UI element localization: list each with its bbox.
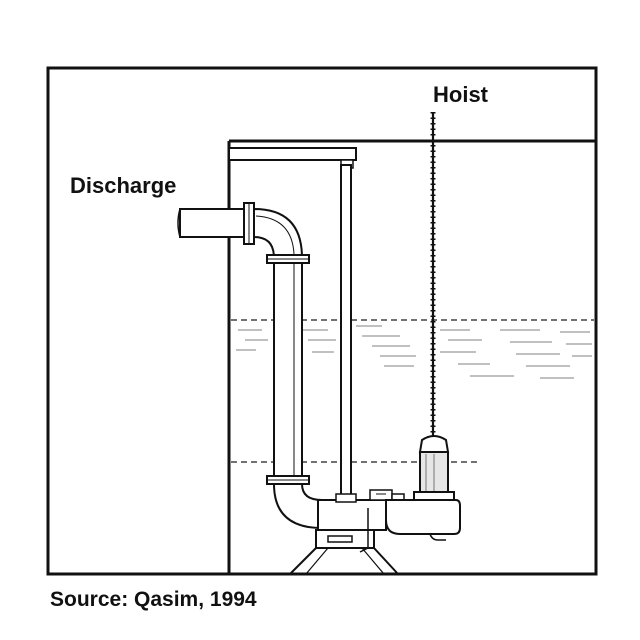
outer-frame [46,66,598,576]
base-foot [289,547,399,575]
hoist-label: Hoist [433,82,488,107]
guide-rail [340,164,352,498]
pump-casing [385,499,461,535]
pump-motor-base [413,491,455,501]
rail-shoe [335,493,357,503]
source-caption: Source: Qasim, 1994 [50,588,257,611]
base-slot [327,535,353,543]
riser-pipe [273,261,303,479]
discharge-label: Discharge [70,173,177,198]
top-beam [228,147,357,161]
pump-motor-top [418,435,450,453]
discharge-pipe-stub [179,208,249,238]
base-body [317,499,387,531]
base-elbow [272,483,323,530]
pump-connector [369,489,393,501]
water-ripples [236,325,592,379]
